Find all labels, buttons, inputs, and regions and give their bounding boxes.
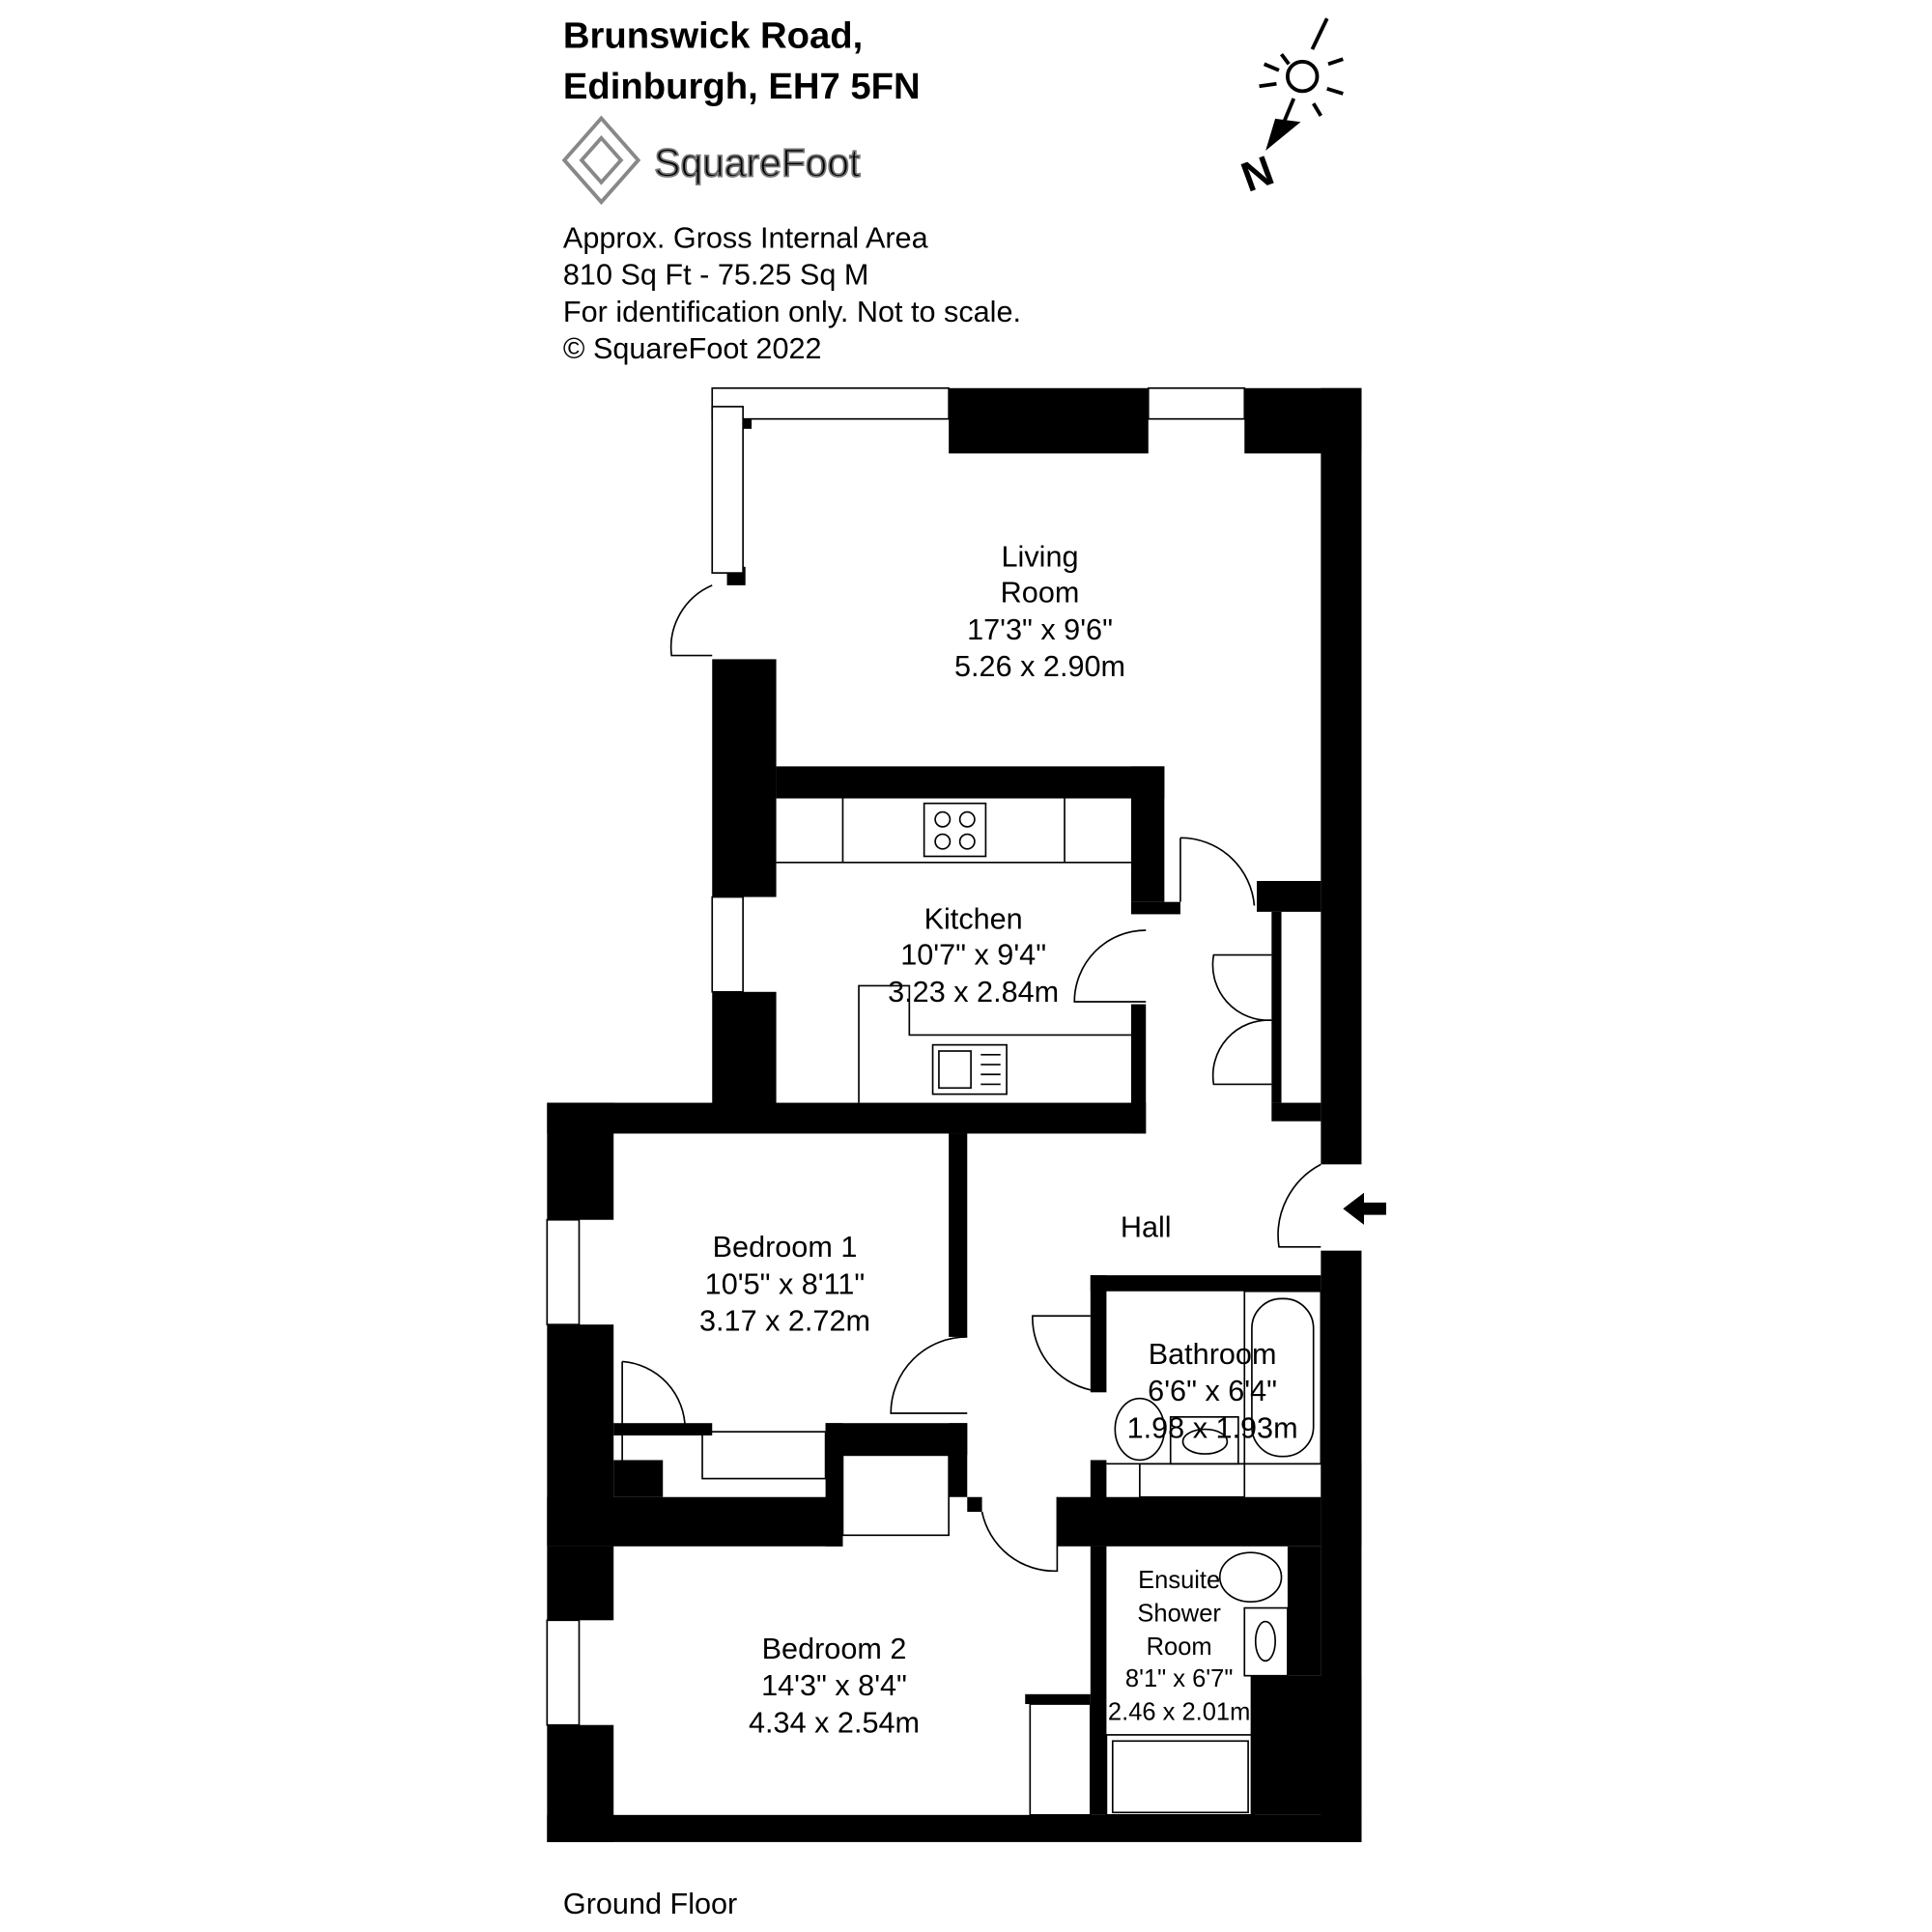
room-metric: 3.17 x 2.72m [699, 1305, 870, 1338]
sink-icon [931, 1043, 1008, 1095]
room-name: Room [1001, 577, 1080, 610]
shower-icon [1105, 1734, 1256, 1816]
room-bedroom-2: Bedroom 2 14'3" x 8'4" 4.34 x 2.54m [749, 1633, 920, 1740]
walls [547, 387, 1362, 1842]
room-imperial: 10'5" x 8'11" [705, 1267, 866, 1300]
room-name: Kitchen [924, 903, 1023, 936]
logo-text: SquareFoot [654, 140, 861, 185]
room-name: Hall [1121, 1211, 1172, 1244]
room-name: Living [1002, 541, 1079, 574]
room-ensuite-shower-room: Ensuite Shower Room 8'1" x 6'7" 2.46 x 2… [1108, 1567, 1250, 1725]
disclaimer: For identification only. Not to scale. [563, 296, 1021, 328]
room-name: Ensuite [1138, 1567, 1220, 1594]
room-imperial: 14'3" x 8'4" [761, 1669, 907, 1702]
room-bedroom-1: Bedroom 1 10'5" x 8'11" 3.17 x 2.72m [699, 1231, 870, 1338]
room-imperial: 10'7" x 9'4" [900, 939, 1046, 972]
area-value: 810 Sq Ft - 75.25 Sq M [563, 259, 868, 292]
copyright: © SquareFoot 2022 [563, 332, 822, 365]
floor-label: Ground Floor [563, 1888, 737, 1920]
room-kitchen: Kitchen 10'7" x 9'4" 3.23 x 2.84m [888, 903, 1059, 1009]
sun-north-compass-icon: N [1236, 17, 1344, 202]
address-line-2: Edinburgh, EH7 5FN [563, 66, 921, 107]
room-name: Bedroom 1 [713, 1231, 858, 1264]
room-metric: 4.34 x 2.54m [749, 1706, 920, 1739]
room-living-room: Living Room 17'3" x 9'6" 5.26 x 2.90m [954, 541, 1125, 684]
room-metric: 3.23 x 2.84m [888, 976, 1059, 1009]
room-name: Bedroom 2 [762, 1633, 907, 1665]
doors [621, 584, 1321, 1573]
fixtures [701, 798, 1322, 1816]
squarefoot-logo: SquareFoot [561, 115, 862, 206]
room-imperial: 17'3" x 9'6" [967, 613, 1113, 646]
north-label: N [1236, 148, 1280, 202]
room-name: Bathroom [1149, 1338, 1277, 1371]
room-imperial: 8'1" x 6'7" [1125, 1665, 1234, 1692]
address-line-1: Brunswick Road, [563, 15, 863, 57]
room-name: Shower [1137, 1601, 1221, 1628]
windows [546, 386, 1246, 1726]
room-bathroom: Bathroom 6'6" x 6'4" 1.98 x 1.93m [1127, 1338, 1298, 1445]
entrance-arrow-icon [1343, 1192, 1386, 1225]
room-metric: 2.46 x 2.01m [1108, 1699, 1250, 1726]
room-imperial: 6'6" x 6'4" [1148, 1375, 1277, 1407]
toilet-icon [1114, 1397, 1166, 1462]
room-hall: Hall [1121, 1211, 1172, 1244]
room-metric: 5.26 x 2.90m [954, 650, 1125, 683]
hob-icon [923, 802, 987, 858]
area-label: Approx. Gross Internal Area [563, 221, 929, 254]
room-metric: 1.98 x 1.93m [1127, 1412, 1298, 1445]
room-name: Room [1147, 1634, 1212, 1661]
